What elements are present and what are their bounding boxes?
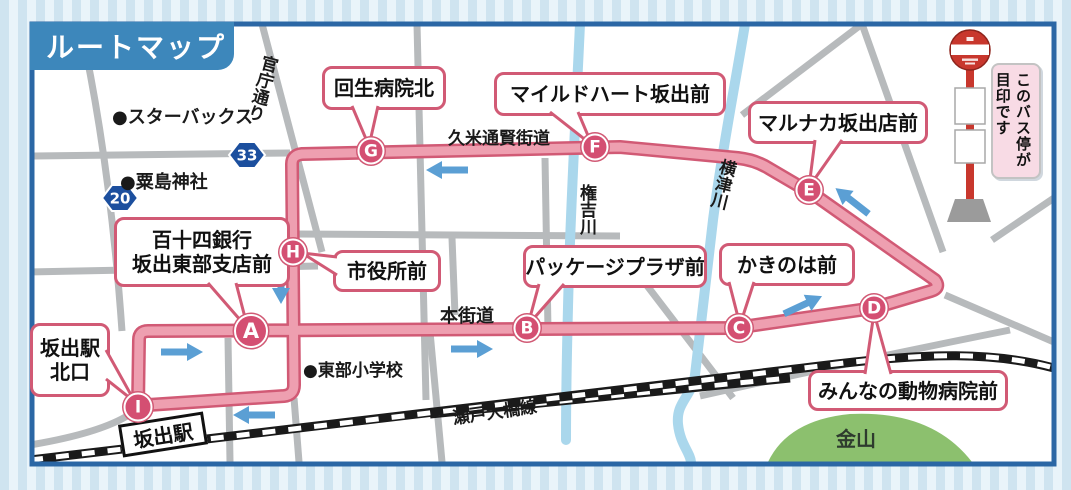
stop-badge-D: D — [860, 294, 888, 322]
landmark-starbucks: ●スターバックス — [112, 107, 253, 128]
stop-label-sakaide-station-north: 坂出駅 北口 — [30, 323, 110, 397]
landmark-kanayama: 金山 — [836, 427, 876, 451]
river-name-gonkichi: 権吉川 — [576, 184, 596, 235]
stop-label-hyakujushi-bank: 百十四銀行 坂出東部支店前 — [114, 217, 290, 287]
stop-label-line: 坂出東部支店前 — [132, 252, 272, 276]
landmark-tobu-elementary: ●東部小学校 — [303, 361, 403, 381]
bus-stop-sign-icon — [947, 29, 991, 222]
stop-label-kaisei-hospital-north: 回生病院北 — [322, 66, 446, 110]
stop-badge-A: A — [234, 314, 268, 348]
stop-label-line: 百十四銀行 — [152, 228, 252, 252]
stop-label-kakinoha: かきのは前 — [719, 243, 855, 286]
stop-badge-E: E — [795, 176, 823, 204]
direction-arrow-icon — [451, 340, 493, 358]
direction-arrow-icon — [233, 406, 275, 424]
page-title: ルートマップ — [30, 22, 234, 70]
railway-name-seto-ohashi-line: 瀬戸大橋線 — [451, 397, 539, 429]
landmark-awashima-shrine: ●粟島神社 — [120, 172, 208, 193]
svg-text:33: 33 — [237, 147, 258, 165]
stop-badge-H: H — [279, 238, 307, 266]
stop-label-city-hall: 市役所前 — [333, 250, 441, 292]
stop-label-package-plaza: パッケージプラザ前 — [523, 245, 707, 288]
direction-arrow-icon — [829, 180, 875, 222]
route-shield-33: 33 — [227, 141, 267, 169]
river-name-yokozu: 横津川 — [705, 156, 738, 211]
street-name-kume-tsuken-kaido: 久米通賢街道 — [448, 129, 550, 149]
direction-arrow-icon — [426, 161, 468, 179]
stop-label-line: 坂出駅 — [40, 336, 100, 360]
stop-label-mild-heart-sakaide: マイルドハート坂出前 — [494, 72, 726, 116]
stop-badge-C: C — [725, 314, 753, 342]
stop-label-line: 北口 — [50, 360, 90, 384]
stop-label-marunaka-sakaide: マルナカ坂出店前 — [748, 101, 928, 144]
stop-badge-F: F — [581, 133, 609, 161]
stop-badge-B: B — [513, 314, 541, 342]
direction-arrows — [161, 161, 875, 424]
direction-arrow-icon — [161, 343, 203, 361]
stop-badge-I: I — [123, 392, 153, 422]
stop-label-animal-hospital: みんなの動物病院前 — [808, 370, 1008, 411]
direction-arrow-icon — [780, 287, 826, 323]
street-name-hon-kaido: 本街道 — [440, 306, 494, 327]
bus-stop-legend-note: このバス停が目印です — [991, 63, 1041, 179]
stop-badge-G: G — [357, 137, 385, 165]
